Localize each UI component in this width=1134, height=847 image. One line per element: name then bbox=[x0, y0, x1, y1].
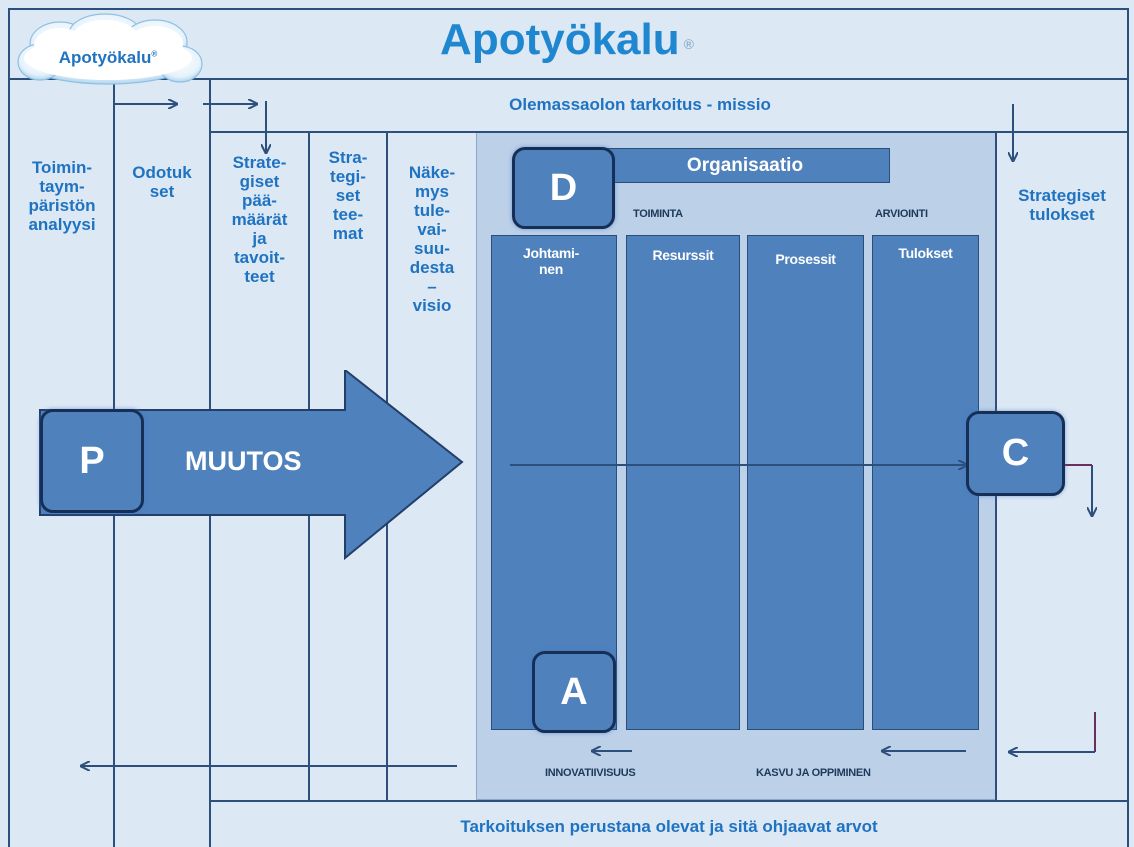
pdca-do-letter: D bbox=[549, 166, 578, 209]
frame-right-line bbox=[1127, 8, 1129, 847]
cloud-logo-mark: ® bbox=[151, 49, 158, 59]
page-title: Apotyökalu® bbox=[0, 12, 1134, 68]
frame-left-line bbox=[8, 8, 10, 847]
page-title-text: Apotyökalu bbox=[440, 15, 680, 64]
pdca-plan-letter: P bbox=[79, 439, 105, 482]
vision-label: Näke- mys tule- vai- suu- desta – visio bbox=[408, 163, 456, 315]
organisation-title-bar bbox=[600, 148, 890, 183]
pdca-act-box: A bbox=[532, 651, 616, 733]
bar-leadership bbox=[491, 235, 617, 730]
change-arrow-label: MUUTOS bbox=[185, 446, 302, 476]
bar-leadership-label: Johtami- nen bbox=[523, 245, 579, 277]
change-arrow-shape bbox=[39, 370, 464, 561]
bar-results-label: Tulokset bbox=[898, 245, 953, 261]
operations-label: TOIMINTA bbox=[633, 208, 683, 220]
expectations-label: Odotuk set bbox=[132, 163, 192, 201]
pdca-do-box: D bbox=[512, 147, 615, 229]
registered-mark: ® bbox=[683, 36, 694, 52]
bar-resources-label: Resurssit bbox=[652, 247, 714, 263]
environment-analysis-label: Toimin- taym- päristön analyysi bbox=[28, 158, 96, 234]
mission-label: Olemassaolon tarkoitus - missio bbox=[509, 95, 771, 114]
cloud-logo-text: Apotyökalu bbox=[58, 48, 152, 67]
organisation-title: Organisaatio bbox=[686, 155, 804, 176]
evaluation-label: ARVIOINTI bbox=[875, 208, 928, 220]
bar-resources bbox=[626, 235, 740, 730]
innovativeness-label: INNOVATIIVISUUS bbox=[545, 767, 636, 779]
cloud-logo-label: Apotyökalu® bbox=[10, 48, 206, 68]
bar-processes bbox=[747, 235, 864, 730]
values-top-line bbox=[210, 800, 1128, 802]
strategic-themes-label: Stra- tegi- set tee- mat bbox=[328, 148, 368, 243]
pdca-act-letter: A bbox=[560, 670, 588, 713]
pdca-check-box: C bbox=[966, 411, 1065, 496]
pdca-plan-box: P bbox=[40, 409, 144, 513]
strategic-goals-label: Strate- giset pää- määrät ja tavoit- tee… bbox=[231, 153, 288, 286]
bar-processes-label: Prosessit bbox=[775, 251, 836, 267]
cloud-logo: Apotyökalu® bbox=[10, 10, 206, 92]
cloud-icon bbox=[17, 13, 203, 85]
mission-bottom-line bbox=[210, 131, 1128, 133]
pdca-check-letter: C bbox=[1001, 432, 1030, 474]
values-label: Tarkoituksen perustana olevat ja sitä oh… bbox=[460, 817, 878, 836]
learning-label: KASVU JA OPPIMINEN bbox=[756, 767, 871, 779]
strategic-results-label: Strategiset tulokset bbox=[1018, 186, 1106, 224]
frame-top-line bbox=[8, 8, 1128, 10]
header-bottom-line bbox=[8, 78, 1128, 80]
